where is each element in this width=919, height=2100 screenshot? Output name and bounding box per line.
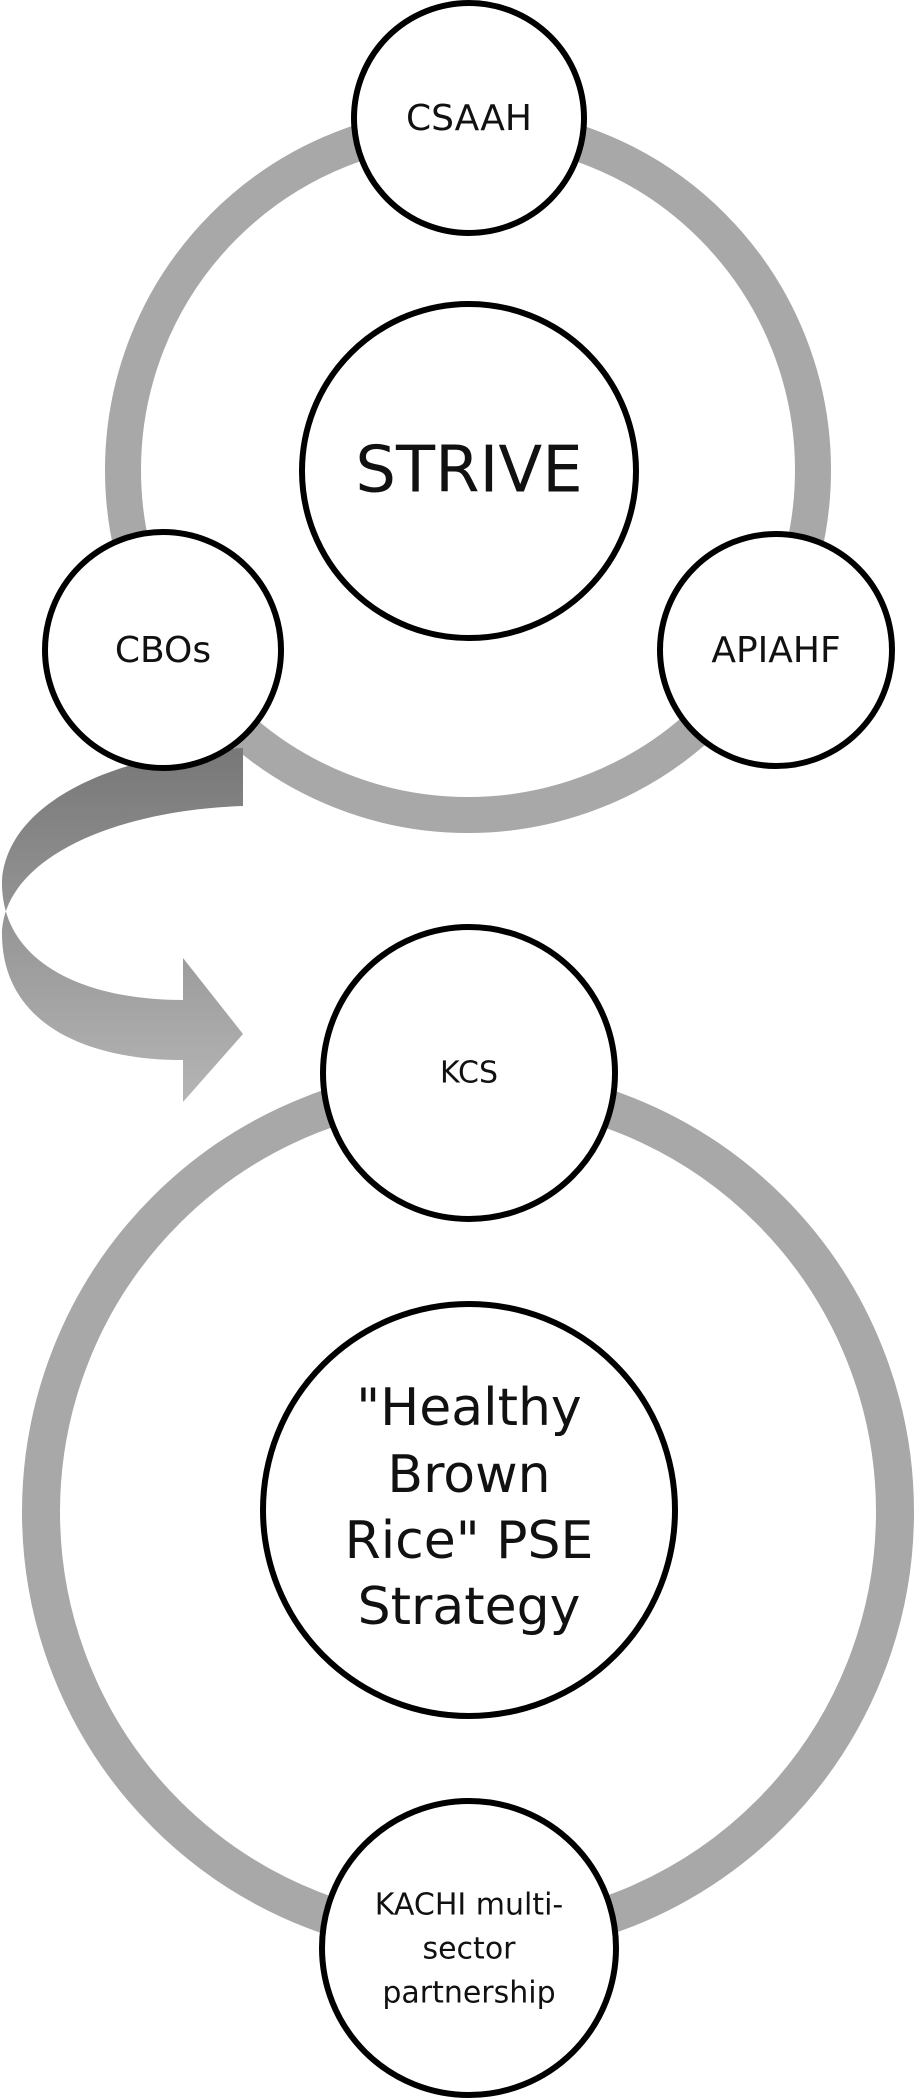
kachi-label-line-2: sector [422, 1932, 516, 1967]
kachi-circle [319, 1798, 619, 2098]
strategy-label-line-3: Rice" PSE [345, 1511, 594, 1571]
strategy-label-line-1: "Healthy [356, 1378, 581, 1438]
apiahf-circle [657, 531, 895, 769]
strive-circle [299, 301, 639, 641]
cbos-label: CBOs [115, 630, 211, 671]
kcs-label: KCS [440, 1056, 498, 1091]
csaah-circle [351, 0, 587, 236]
csaah-label: CSAAH [406, 98, 532, 139]
apiahf-label: APIAHF [711, 630, 840, 671]
curved-arrow [1, 748, 243, 1102]
strategy-label-line-2: Brown [387, 1445, 550, 1505]
kachi-label-line-3: partnership [382, 1976, 555, 2011]
cbos-circle [42, 529, 284, 771]
kcs-circle [320, 924, 618, 1222]
strategy-label-line-4: Strategy [358, 1577, 581, 1637]
strategy-circle [260, 1301, 678, 1719]
kachi-label-line-1: KACHI multi- [375, 1888, 564, 1923]
strive-label: STRIVE [355, 434, 582, 508]
